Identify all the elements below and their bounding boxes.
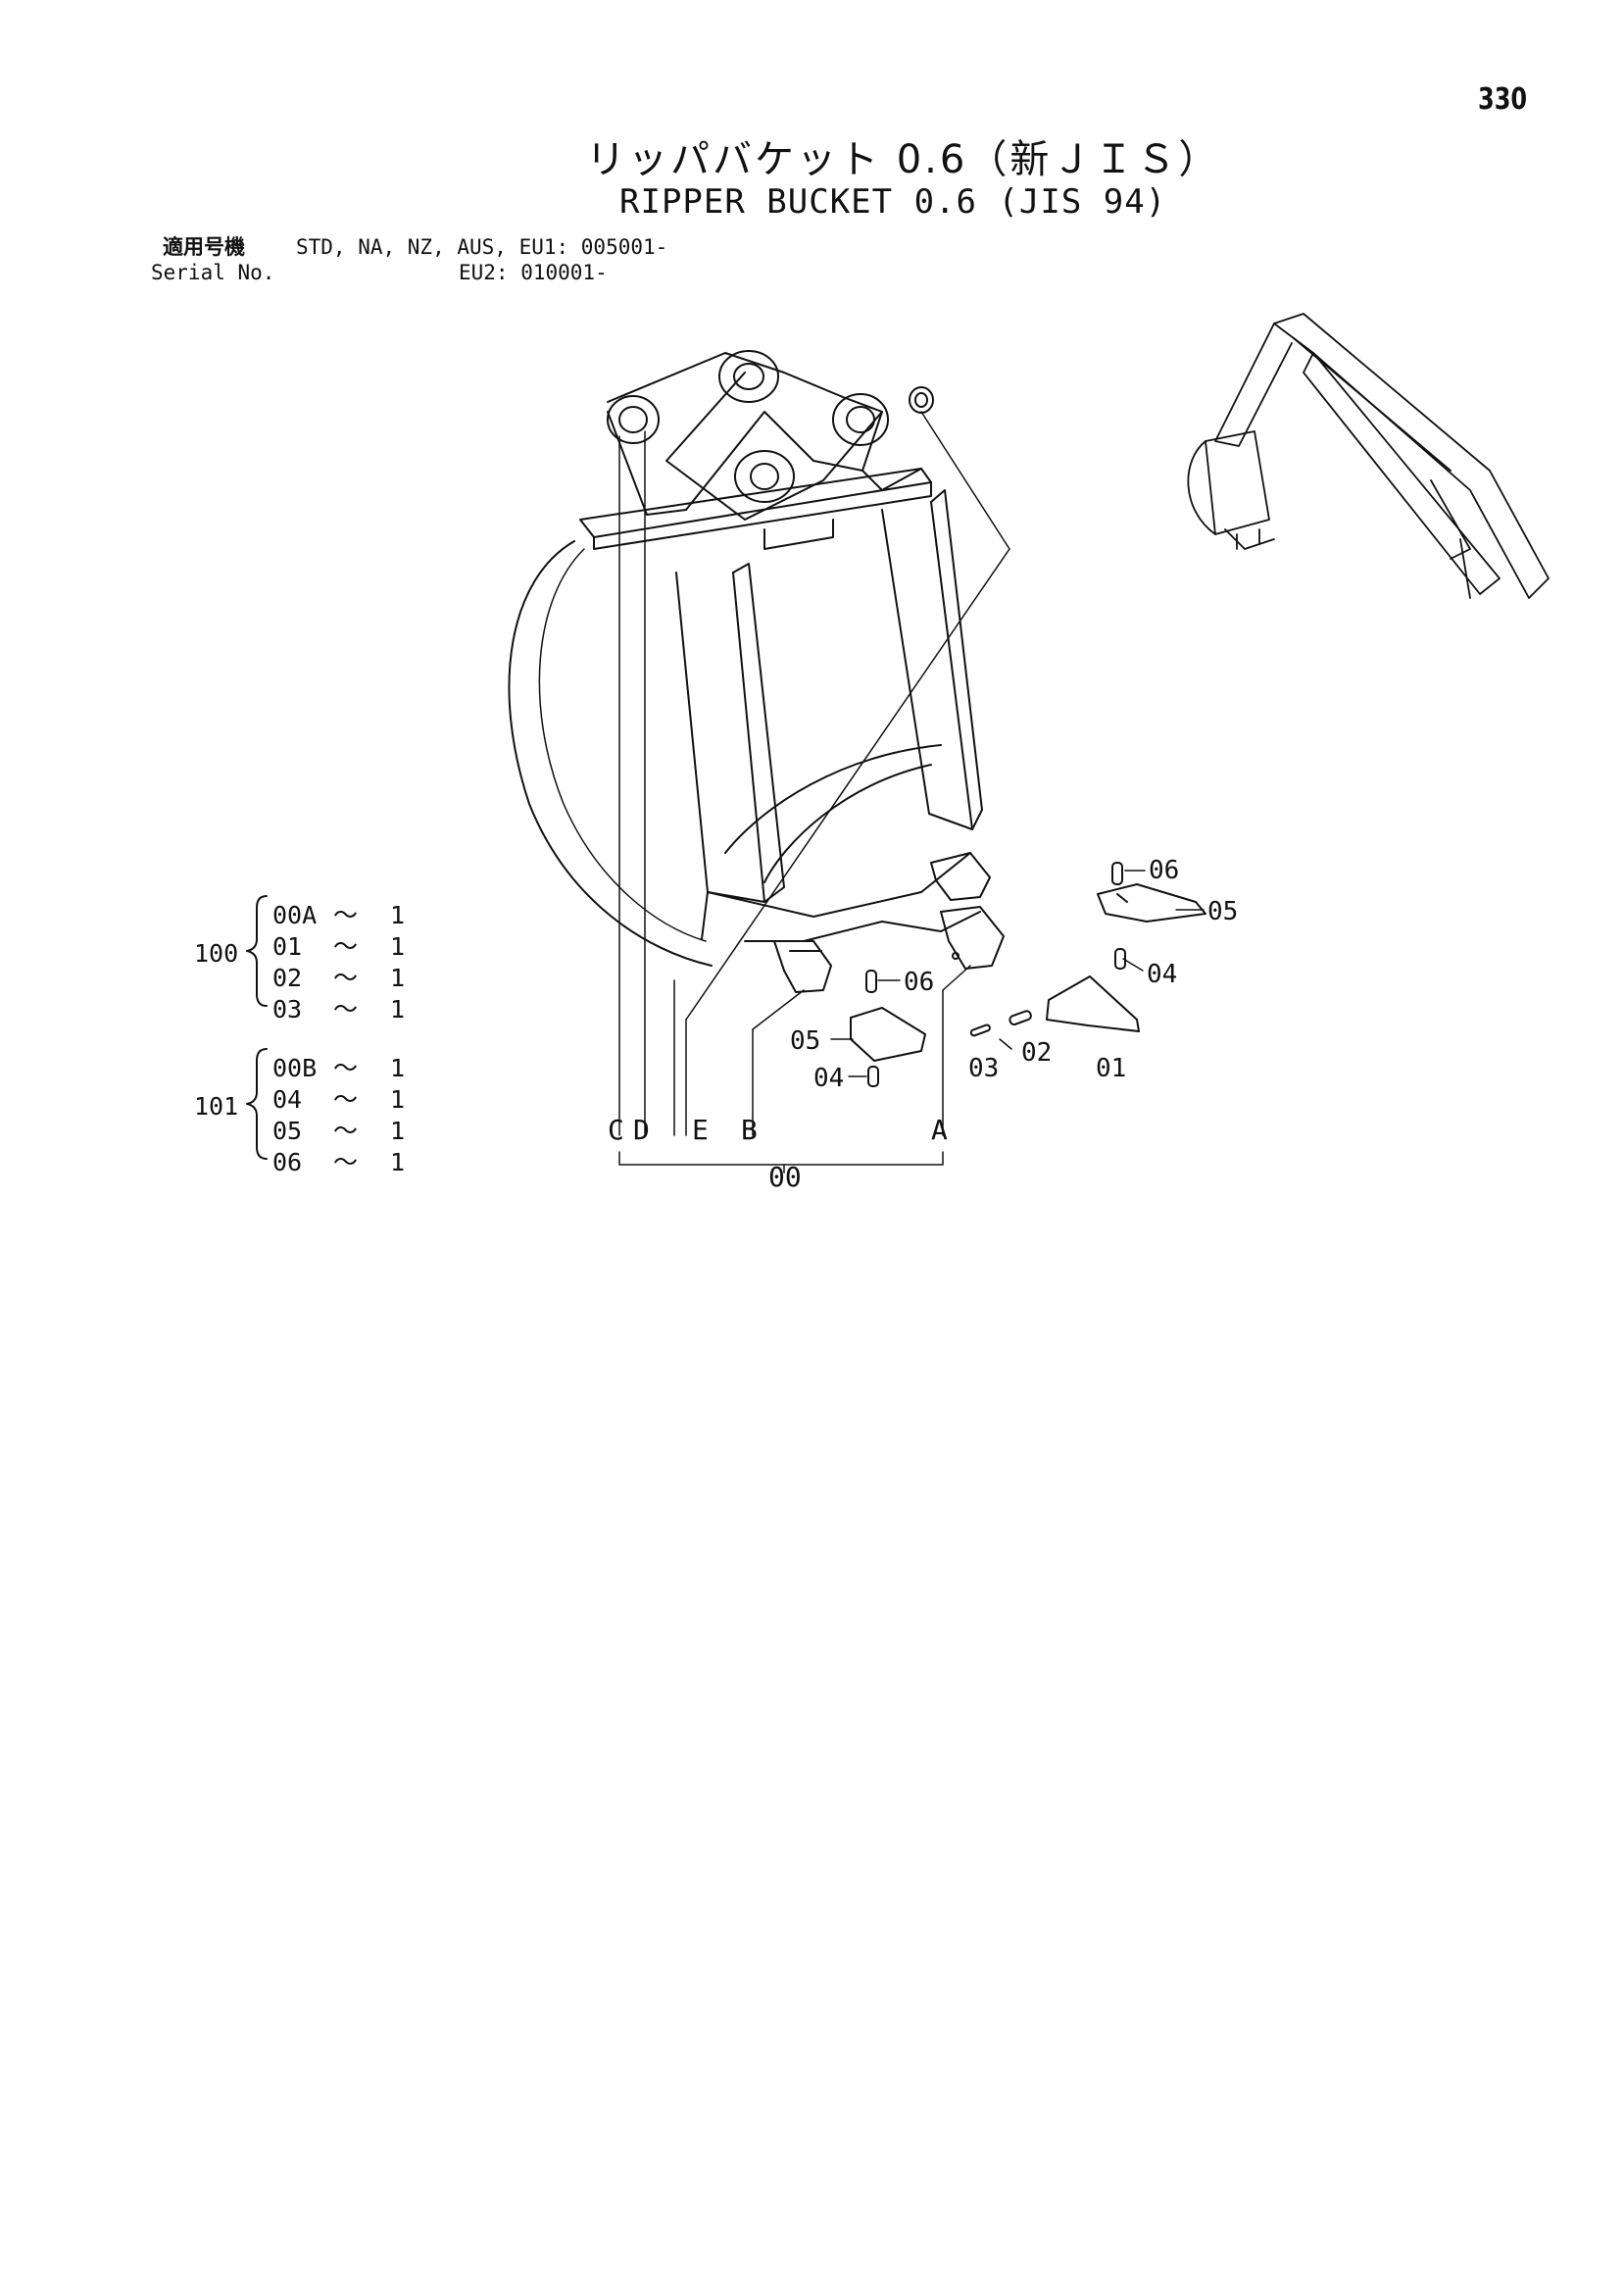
callout-letter-e: E: [692, 1114, 709, 1146]
serial-range-2: EU2: 010001-: [459, 261, 608, 284]
group-row: 04～1: [272, 1085, 406, 1114]
callout-part-04: 04: [1147, 960, 1177, 989]
tooth-detail-right: [1097, 862, 1206, 970]
callout-letter-b: B: [741, 1114, 758, 1146]
callout-part-02: 02: [1021, 1038, 1052, 1068]
brace-group-101: [246, 1048, 268, 1160]
serial-label-en: Serial No.: [151, 261, 275, 284]
callout-part-04: 04: [813, 1064, 844, 1093]
title-english: RIPPER BUCKET 0.6 (JIS 94): [619, 182, 1167, 222]
leader-lines: [618, 411, 1205, 1173]
callout-letter-c: C: [608, 1114, 624, 1146]
page-number: 330: [1478, 82, 1528, 117]
group-row: 03～1: [272, 995, 406, 1023]
group-number-101: 101: [194, 1092, 239, 1121]
serial-range-1: STD, NA, NZ, AUS, EU1: 005001-: [296, 235, 668, 259]
callout-letter-d: D: [633, 1114, 650, 1146]
callout-part-06: 06: [1149, 856, 1179, 885]
group-row: 02～1: [272, 964, 406, 992]
group-row: 00A～1: [272, 901, 406, 929]
callout-part-05: 05: [790, 1026, 820, 1056]
machine-location-thumbnail: [1187, 313, 1550, 599]
brace-group-100: [246, 895, 268, 1007]
serial-label-ja: 適用号機: [163, 235, 245, 259]
title-japanese: リッパバケット 0.6（新ＪＩＳ）: [586, 137, 1221, 182]
callout-part-05: 05: [1207, 897, 1238, 926]
callout-assembly-00: 00: [768, 1161, 802, 1193]
callout-part-03: 03: [968, 1054, 999, 1083]
group-row: 00B～1: [272, 1054, 406, 1082]
group-row: 06～1: [272, 1148, 406, 1176]
callout-letter-a: A: [931, 1114, 948, 1146]
ripper-bucket-body: [508, 350, 1005, 993]
group-row: 05～1: [272, 1117, 406, 1145]
callout-part-01: 01: [1096, 1054, 1126, 1083]
group-number-100: 100: [194, 939, 239, 968]
tooth-detail-lower: [969, 975, 1140, 1037]
callout-part-06: 06: [904, 968, 934, 997]
group-row: 01～1: [272, 932, 406, 961]
